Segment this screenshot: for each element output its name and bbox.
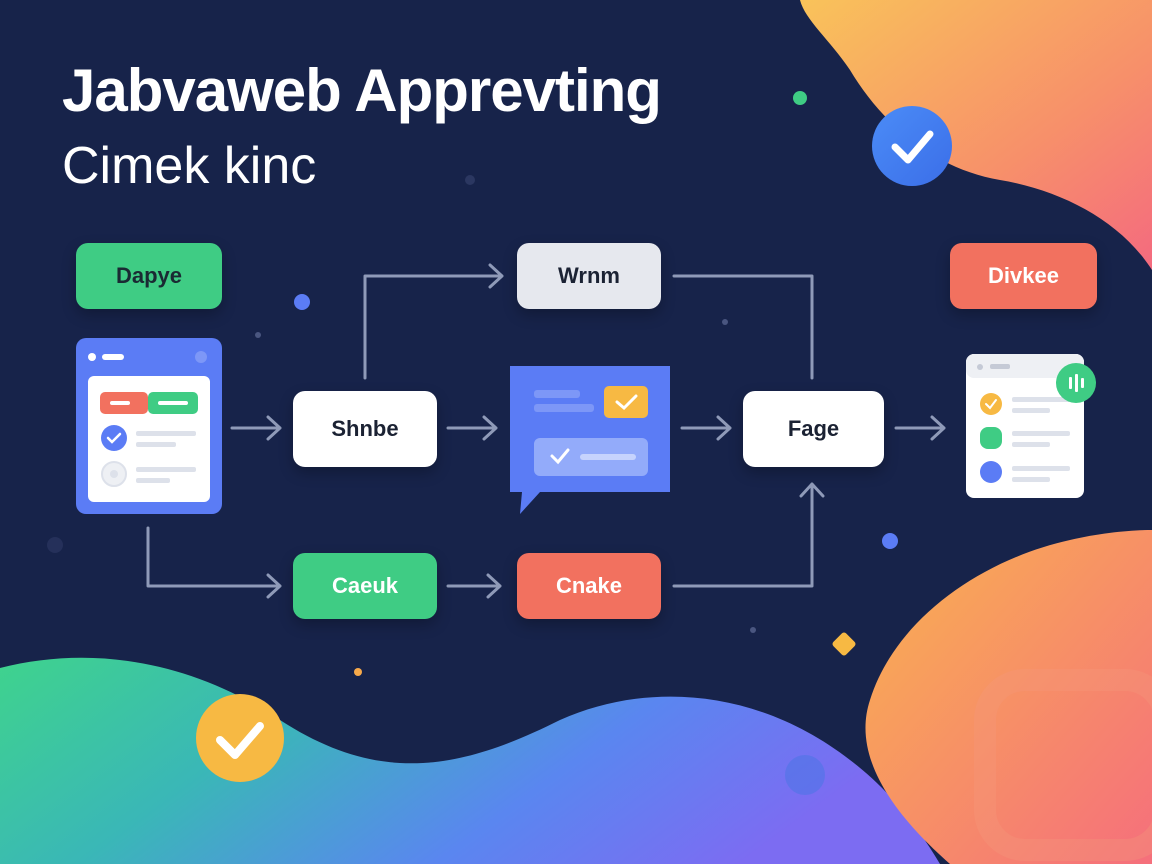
node-wrnm[interactable]: Wrnm [517, 243, 661, 309]
check-badge-icon [196, 694, 284, 782]
page-subtitle: Cimek kinc [62, 137, 317, 195]
dot-decor [750, 627, 756, 633]
dot-decor [294, 294, 310, 310]
form-card-icon [76, 338, 222, 514]
page-title: Jabvaweb Apprevting [62, 57, 662, 124]
dot-decor [47, 537, 63, 553]
dot-decor [882, 533, 898, 549]
node-cnake[interactable]: Cnake [517, 553, 661, 619]
connectors [146, 263, 946, 599]
node-shnbe[interactable]: Shnbe [293, 391, 437, 467]
node-caeuk[interactable]: Caeuk [293, 553, 437, 619]
faint-circle-decor [785, 755, 825, 795]
faint-logo-shape [974, 669, 1152, 861]
diamond-decor [832, 632, 856, 656]
speech-bubble-icon [510, 366, 670, 514]
dot-decor [722, 319, 728, 325]
checklist-card-icon [966, 354, 1096, 498]
top-right-blob [800, 0, 1152, 270]
node-divkee[interactable]: Divkee [950, 243, 1097, 309]
node-fage[interactable]: Fage [743, 391, 884, 467]
dot-decor [255, 332, 261, 338]
bottom-right-blob [865, 530, 1152, 864]
dot-decor [793, 91, 807, 105]
dot-decor [465, 175, 475, 185]
dot-decor [354, 668, 362, 676]
check-badge-icon [872, 106, 952, 186]
node-dapye[interactable]: Dapye [76, 243, 222, 309]
